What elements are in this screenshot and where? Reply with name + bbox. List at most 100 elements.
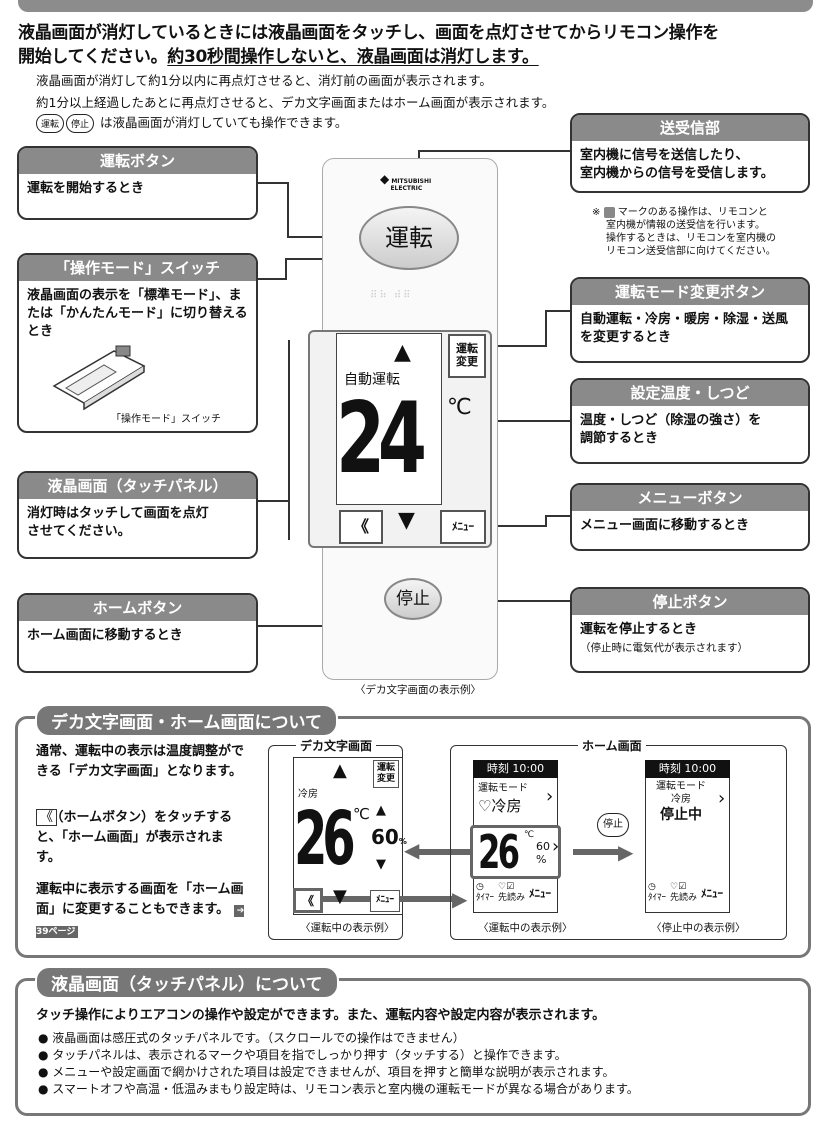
sub-text-2: 約1分以上経過したあとに再点灯させると、デカ文字画面またはホーム画面が表示されま… xyxy=(36,95,555,110)
home-stopped-screen xyxy=(645,760,730,913)
callout-body: 室内機に信号を送信したり、室内機からの信号を受信します。 xyxy=(572,141,808,189)
leader-line xyxy=(285,258,323,260)
leader-line xyxy=(545,515,570,517)
callout-title: 運転ボタン xyxy=(19,148,256,174)
run-button[interactable]: 運転 xyxy=(359,206,459,270)
temp-unit: ℃ xyxy=(447,395,472,420)
arrow-right-head-icon: ▶ xyxy=(618,840,634,864)
deka-mode-change: 運転変更 xyxy=(373,760,399,788)
temp-down-icon[interactable]: ▼ xyxy=(398,508,415,533)
callout-title: 「操作モード」スイッチ xyxy=(19,255,256,281)
home-button[interactable]: 《 xyxy=(339,510,383,544)
deka-unit: ℃ xyxy=(353,805,370,823)
section3-intro: タッチ操作によりエアコンの操作や設定ができます。また、運転内容や設定内容が表示さ… xyxy=(36,1008,606,1023)
temp-up-icon[interactable]: ▲ xyxy=(394,340,411,365)
callout-body: 消灯時はタッチして画面を点灯させてください。 xyxy=(27,506,209,539)
leader-line xyxy=(418,150,570,152)
callout-run-button: 運転ボタン 運転を開始するとき xyxy=(17,146,258,220)
section-touch-panel xyxy=(15,978,811,1116)
sub-text-1: 液晶画面が消灯して約1分以内に再点灯させると、消灯前の画面が表示されます。 xyxy=(36,73,492,88)
chevron-right-icon: › xyxy=(552,836,560,857)
callout-body: 自動運転・冷房・暖房・除湿・送風を変更するとき xyxy=(580,312,789,345)
section2-paragraph-1: 通常、運転中の表示は温度調整ができる「デカ文字画面」となります。 xyxy=(36,744,245,779)
home-panel-title: ホーム画面 xyxy=(578,737,646,754)
lcd-screen[interactable] xyxy=(336,333,442,505)
callout-temperature: 設定温度・しつど 温度・しつど（除湿の強さ）を調節するとき xyxy=(570,378,810,464)
callout-title: 設定温度・しつど xyxy=(572,380,808,406)
section2-paragraph-2: 《（ホームボタン）をタッチすると、「ホーム画面」が表示されます。 xyxy=(36,808,248,868)
bullet-list: ● 液晶画面は感圧式のタッチパネルです。（スクロールでの操作はできません） ● … xyxy=(38,1030,639,1098)
callout-body: 運転を停止するとき （停止時に電気代が表示されます） xyxy=(572,615,808,663)
stop-button[interactable]: 停止 xyxy=(384,578,442,620)
mode-display: 自動運転 xyxy=(344,372,400,388)
callout-lcd: 液晶画面（タッチパネル） 消灯時はタッチして画面を点灯させてください。 xyxy=(17,471,258,559)
leader-line xyxy=(440,600,570,602)
callout-body: 液晶画面の表示を「標準モード」、または「かんたんモード」に切り替えるとき xyxy=(27,288,248,339)
arrow-left-head-icon: ◀ xyxy=(404,838,420,862)
callout-title: ホームボタン xyxy=(19,595,256,621)
leader-line xyxy=(258,278,286,280)
brand-logo: ◆ MITSUBISHI ELECTRIC xyxy=(380,172,432,192)
section-title: デカ文字画面・ホーム画面について xyxy=(35,704,338,737)
callout-title: 送受信部 xyxy=(572,115,808,141)
home-running-caption: 〈運転中の表示例〉 xyxy=(478,922,573,934)
leader-line xyxy=(490,525,545,527)
mode-switch-figure-label: 「操作モード」スイッチ xyxy=(111,414,221,425)
home-temp-area xyxy=(470,825,561,879)
leader-bracket xyxy=(288,340,290,540)
deka-temp: 26 xyxy=(294,796,356,882)
arrow-right xyxy=(573,849,623,855)
heading-emphasis: 約30秒間操作しないと、液晶画面は消灯します。 xyxy=(167,47,539,67)
top-bar xyxy=(18,0,813,12)
body-line: 運転を停止するとき xyxy=(580,622,698,637)
preread-button: ♡☑先読み xyxy=(498,882,526,903)
home-temp: 26 xyxy=(478,825,520,879)
arrow-left xyxy=(418,849,470,855)
temperature-display: 24 xyxy=(336,382,427,496)
callout-mode-change: 運転モード変更ボタン 自動運転・冷房・暖房・除湿・送風を変更するとき xyxy=(570,277,810,363)
bullet-item: ● スマートオフや高温・低温みまもり設定時は、リモコン表示と室内機の運転モードが… xyxy=(38,1082,639,1096)
deka-menu: ﾒﾆｭｰ xyxy=(370,890,400,912)
home-bottom-buttons: ◷ﾀｲﾏｰ♡☑先読みﾒﾆｭｰ xyxy=(476,882,551,904)
note-line: 室内機が情報の送受信を行います。 xyxy=(606,220,765,231)
deka-home-button: 《 xyxy=(293,888,323,913)
menu-button[interactable]: ﾒﾆｭｰ xyxy=(440,510,486,544)
time-display: 時刻 10:00 xyxy=(645,760,730,778)
callout-title: 停止ボタン xyxy=(572,589,808,615)
callout-home-button: ホームボタン ホーム画面に移動するとき xyxy=(17,593,258,673)
section2-paragraph-3: 運転中に表示する画面を「ホーム画面」に変更することもできます。 ➔ 39ページ xyxy=(36,880,248,942)
body-note: （停止時に電気代が表示されます） xyxy=(580,642,748,654)
leader-line xyxy=(492,420,570,422)
timer-button: ◷ﾀｲﾏｰ xyxy=(648,882,667,903)
p3-text: 運転中に表示する画面を「ホーム画面」に変更することもできます。 xyxy=(36,882,244,917)
transceiver-note: ※ マークのある操作は、リモコンと 室内機が情報の送受信を行います。 操作すると… xyxy=(592,206,776,258)
deka-caption: 〈運転中の表示例〉 xyxy=(300,922,395,934)
up-icon: ▲ xyxy=(333,760,347,781)
leader-line xyxy=(490,345,545,347)
deka-panel-title: デカ文字画面 xyxy=(296,737,377,754)
note-line: リモコン送受信部に向けてください。 xyxy=(606,246,776,257)
stopped-mode: 運転モード冷房停止中 xyxy=(656,781,706,823)
wireless-icon xyxy=(603,206,615,218)
deka-humidity: 60% xyxy=(371,825,407,849)
leader-line xyxy=(258,625,348,627)
stopped-bottom-buttons: ◷ﾀｲﾏｰ♡☑先読みﾒﾆｭｰ xyxy=(648,882,723,904)
note-line: 操作するときは、リモコンを室内機の xyxy=(606,233,776,244)
bullet-item: ● メニューや設定画面で網かけされた項目は設定できませんが、項目を押すと簡単な説… xyxy=(38,1065,615,1079)
sub-text-3: 運転停止 は液晶画面が消灯していても操作できます。 xyxy=(36,112,347,133)
callout-body: ホーム画面に移動するとき xyxy=(27,628,183,643)
home-button-icon: 《 xyxy=(36,809,58,826)
mode-change-button[interactable]: 運転変更 xyxy=(448,334,486,378)
run-pill: 運転 xyxy=(36,114,65,133)
section-deka-home xyxy=(15,716,811,958)
time-display: 時刻 10:00 xyxy=(473,760,558,778)
callout-title: 液晶画面（タッチパネル） xyxy=(19,473,256,499)
leader-line xyxy=(418,150,420,165)
leader-line xyxy=(258,182,288,184)
hum-up-icon: ▲ xyxy=(376,803,386,818)
remote-caption: 〈デカ文字画面の表示例〉 xyxy=(355,684,481,696)
body-line: 室内機からの信号を受信します。 xyxy=(580,166,774,181)
callout-body: 運転を開始するとき xyxy=(27,181,145,196)
stop-button-icon: 停止 xyxy=(597,813,629,837)
callout-title: メニューボタン xyxy=(572,485,808,511)
